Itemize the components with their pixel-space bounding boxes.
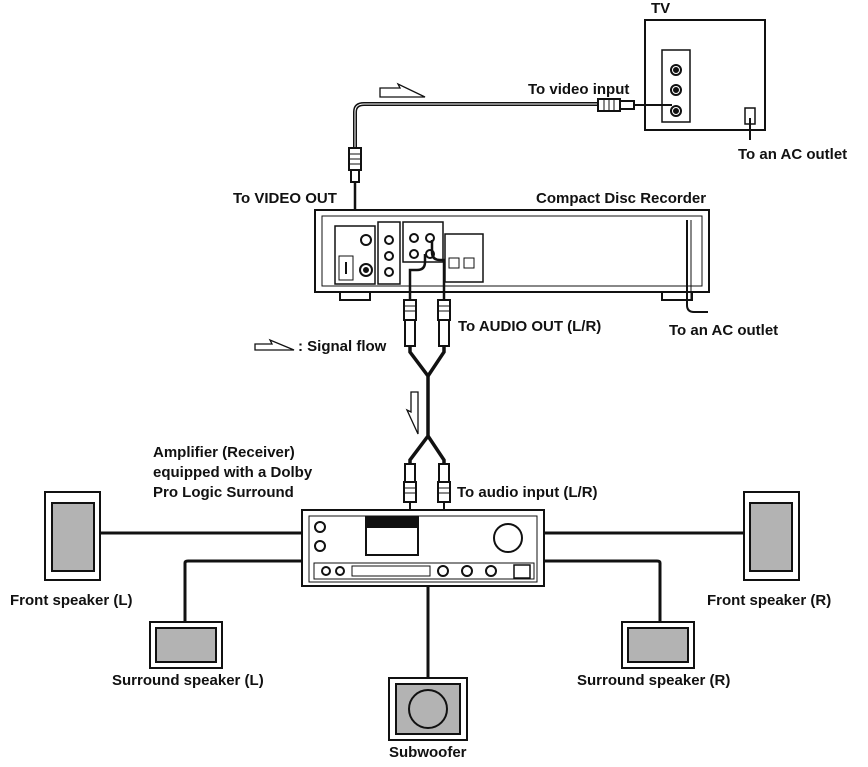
signal-flow-legend-label: : Signal flow	[298, 338, 387, 355]
cd-recorder	[314, 209, 710, 313]
front-speaker-left	[44, 491, 101, 581]
front-speaker-left-label: Front speaker (L)	[10, 592, 133, 609]
audio-flow-arrow	[405, 391, 419, 435]
audio-out-label: To AUDIO OUT (L/R)	[458, 318, 602, 335]
surround-speaker-left	[149, 621, 223, 669]
recorder-ac-outlet-label: To an AC outlet	[669, 322, 779, 339]
video-input-label: To video input	[528, 81, 630, 98]
subwoofer-label: Subwoofer	[389, 744, 467, 761]
audio-input-label: To audio input (L/R)	[457, 484, 598, 501]
legend-arrow-icon	[254, 338, 295, 351]
subwoofer	[388, 677, 468, 741]
audio-cable	[403, 240, 451, 512]
amplifier-label-line2: equipped with a Dolby	[153, 464, 313, 481]
surround-speaker-left-label: Surround speaker (L)	[112, 672, 264, 689]
front-speaker-right-label: Front speaker (R)	[707, 592, 832, 609]
surround-speaker-right	[621, 621, 695, 669]
video-out-label: To VIDEO OUT	[233, 190, 337, 207]
speaker-wires	[100, 531, 744, 678]
video-flow-arrow	[379, 82, 426, 98]
amplifier	[301, 509, 545, 587]
amplifier-label-line3: Pro Logic Surround	[153, 484, 294, 501]
tv	[644, 19, 766, 140]
front-speaker-right	[743, 491, 800, 581]
tv-label: TV	[651, 0, 671, 17]
tv-ac-outlet-label: To an AC outlet	[738, 146, 848, 163]
recorder-label: Compact Disc Recorder	[536, 190, 707, 207]
surround-speaker-right-label: Surround speaker (R)	[577, 672, 731, 689]
amplifier-label-line1: Amplifier (Receiver)	[153, 444, 295, 461]
